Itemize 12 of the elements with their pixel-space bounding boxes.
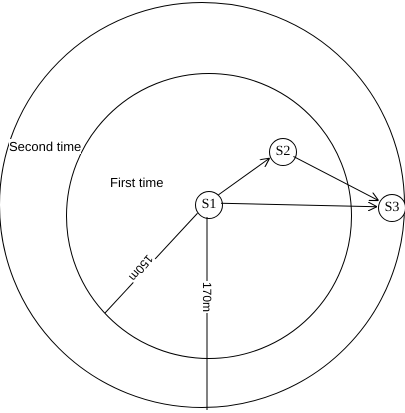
arrow	[220, 201, 378, 212]
node-label: S1	[202, 197, 216, 213]
arrow	[292, 156, 380, 202]
circle-node	[378, 194, 405, 222]
dimension-label: 170m	[201, 280, 214, 314]
zone-label: Second time	[9, 139, 82, 154]
node-label: S3	[384, 200, 400, 216]
circle-node	[195, 191, 223, 219]
circle-node	[269, 138, 297, 166]
zone-label: First time	[110, 175, 164, 190]
arrow	[218, 158, 270, 196]
node-label: S2	[276, 144, 290, 160]
